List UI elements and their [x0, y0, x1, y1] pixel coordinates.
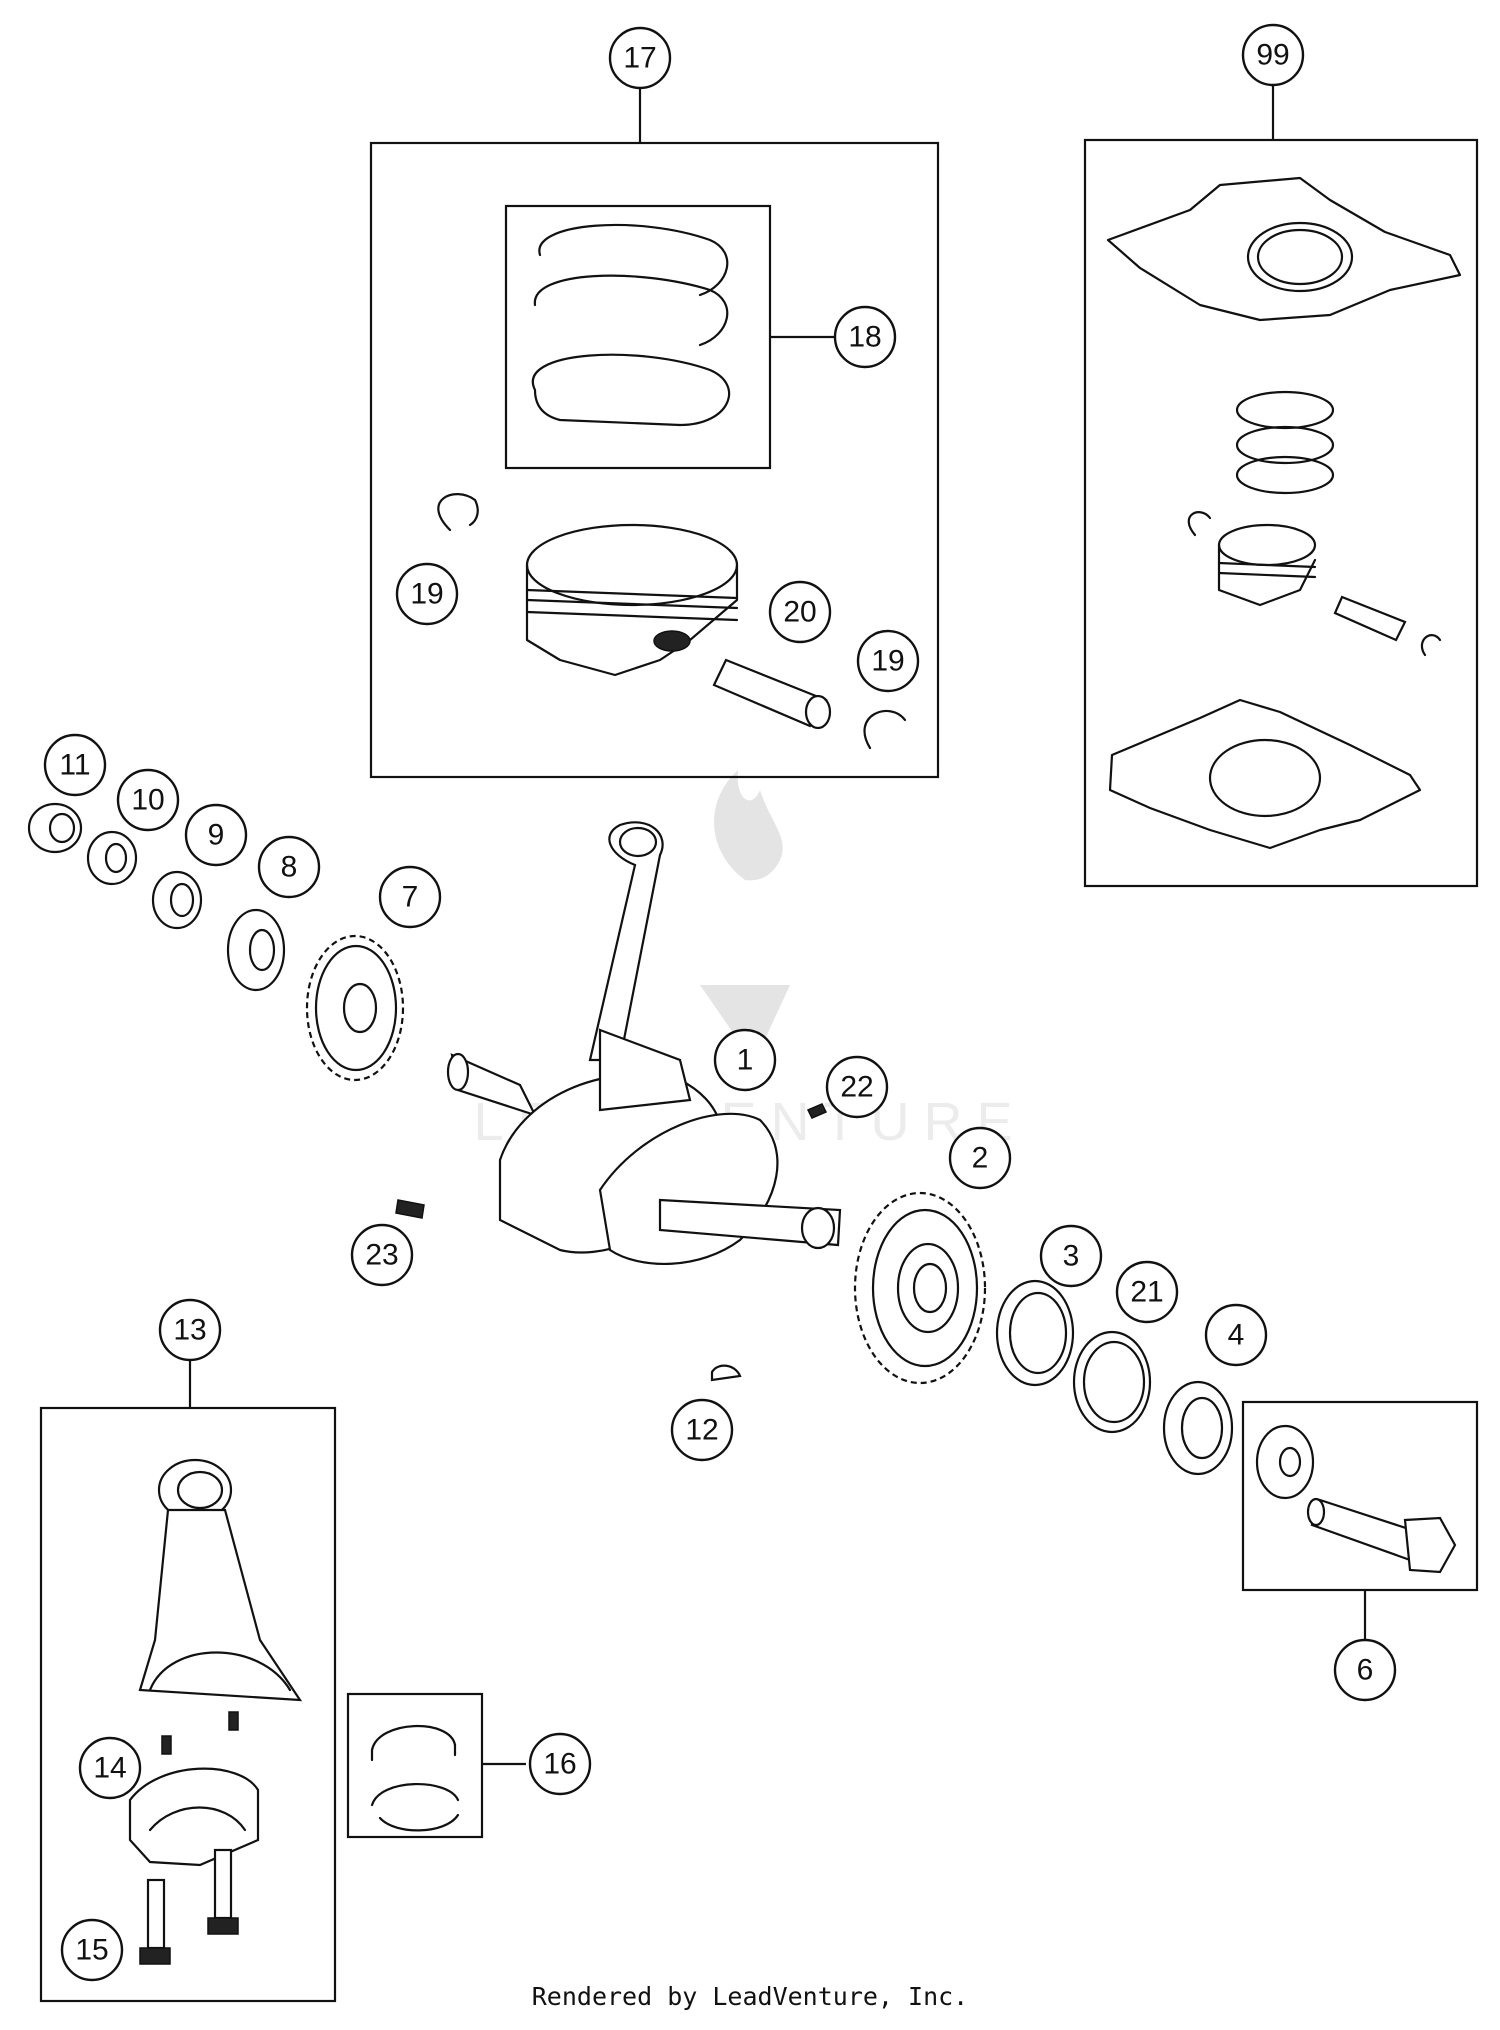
piston-kit-box [369, 141, 940, 779]
callout-label: 16 [543, 1748, 576, 1781]
callout-label: 14 [93, 1752, 126, 1785]
callout-label: 17 [623, 42, 656, 75]
kit-piston [1217, 523, 1317, 607]
piston-rings-box [504, 204, 772, 470]
washer-3 [995, 1279, 1075, 1387]
bolt-kit-bolt [1306, 1497, 1457, 1574]
gear-7 [305, 934, 405, 1082]
callout-4[interactable]: 4 [1204, 1303, 1268, 1367]
callout-16[interactable]: 16 [528, 1732, 592, 1796]
woodruff-key-12 [710, 1364, 742, 1382]
callout-9[interactable]: 9 [184, 803, 248, 867]
callout-10[interactable]: 10 [116, 768, 180, 832]
gasket-kit-box [1083, 138, 1479, 888]
callout-3[interactable]: 3 [1039, 1224, 1103, 1288]
connecting-rod-kit-box [39, 1406, 337, 2003]
callout-label: 12 [685, 1414, 718, 1447]
kit-piston-rings [1235, 390, 1335, 495]
callout-label: 19 [410, 578, 443, 611]
callout-21[interactable]: 21 [1115, 1260, 1179, 1324]
callout-19-left[interactable]: 19 [395, 562, 459, 626]
callout-14[interactable]: 14 [78, 1736, 142, 1800]
callout-label: 1 [737, 1044, 754, 1077]
callout-label: 11 [59, 749, 90, 782]
rod-bolt-15b [207, 1848, 239, 1935]
callout-label: 9 [208, 819, 225, 852]
circlip-right [863, 710, 907, 750]
nut-4 [1162, 1380, 1234, 1476]
callout-label: 7 [402, 881, 419, 914]
callout-label: 19 [871, 645, 904, 678]
bolt-kit-box [1241, 1400, 1479, 1592]
callout-label: 99 [1256, 39, 1289, 72]
callout-label: 21 [1130, 1276, 1163, 1309]
bolt-kit-washer [1255, 1424, 1315, 1500]
piston-pin [712, 658, 832, 730]
callout-label: 3 [1063, 1240, 1080, 1273]
callout-17[interactable]: 17 [608, 26, 672, 90]
connecting-rod-cap [128, 1767, 260, 1867]
piston [525, 523, 739, 677]
callout-label: 15 [75, 1934, 108, 1967]
gear-2 [853, 1191, 987, 1385]
callout-22[interactable]: 22 [825, 1055, 889, 1119]
callout-7[interactable]: 7 [378, 865, 442, 929]
callout-11[interactable]: 11 [43, 733, 107, 797]
callout-label: 18 [848, 321, 881, 354]
bearing-shells [370, 1725, 460, 1832]
callout-label: 13 [173, 1314, 206, 1347]
callout-label: 20 [783, 596, 816, 629]
callout-label: 6 [1357, 1654, 1374, 1687]
nut-11 [27, 802, 83, 854]
callout-1[interactable]: 1 [713, 1028, 777, 1092]
callout-23[interactable]: 23 [350, 1223, 414, 1287]
callout-18[interactable]: 18 [833, 305, 897, 369]
key-23 [395, 1199, 425, 1219]
circlip-left [437, 493, 479, 532]
callout-label: 22 [840, 1071, 873, 1104]
sprocket-8 [226, 908, 286, 992]
rod-bolt-15a [139, 1878, 171, 1965]
key-22 [806, 1103, 828, 1119]
dowel-pin-14b [161, 1735, 172, 1755]
piston-rings [531, 223, 730, 427]
callout-20[interactable]: 20 [768, 580, 832, 644]
callout-12[interactable]: 12 [670, 1398, 734, 1462]
callout-6[interactable]: 6 [1333, 1638, 1397, 1702]
washer-9 [151, 870, 203, 930]
leader-lines [188, 82, 1367, 1766]
callout-8[interactable]: 8 [257, 835, 321, 899]
washer-21 [1072, 1330, 1152, 1434]
callout-label: 8 [281, 851, 298, 884]
cylinder-base-gasket [1108, 698, 1422, 850]
connecting-rod [138, 1458, 303, 1702]
callout-label: 4 [1228, 1319, 1245, 1352]
kit-piston-pin [1333, 595, 1407, 642]
rendered-by-credit: Rendered by LeadVenture, Inc. [531, 1982, 969, 2011]
callout-19-right[interactable]: 19 [856, 629, 920, 693]
kit-circlip-right [1420, 634, 1442, 657]
callout-99[interactable]: 99 [1241, 23, 1305, 87]
dowel-pin-14a [228, 1711, 239, 1731]
crankshaft [446, 821, 842, 1266]
washer-10 [86, 830, 138, 886]
kit-circlip-left [1187, 511, 1212, 537]
callout-label: 10 [131, 784, 164, 817]
bearing-box [346, 1692, 484, 1839]
callout-label: 2 [972, 1142, 989, 1175]
callout-13[interactable]: 13 [158, 1298, 222, 1362]
callout-15[interactable]: 15 [60, 1918, 124, 1982]
cylinder-head-gasket [1106, 176, 1462, 322]
callout-2[interactable]: 2 [948, 1126, 1012, 1190]
callout-label: 23 [365, 1239, 398, 1272]
